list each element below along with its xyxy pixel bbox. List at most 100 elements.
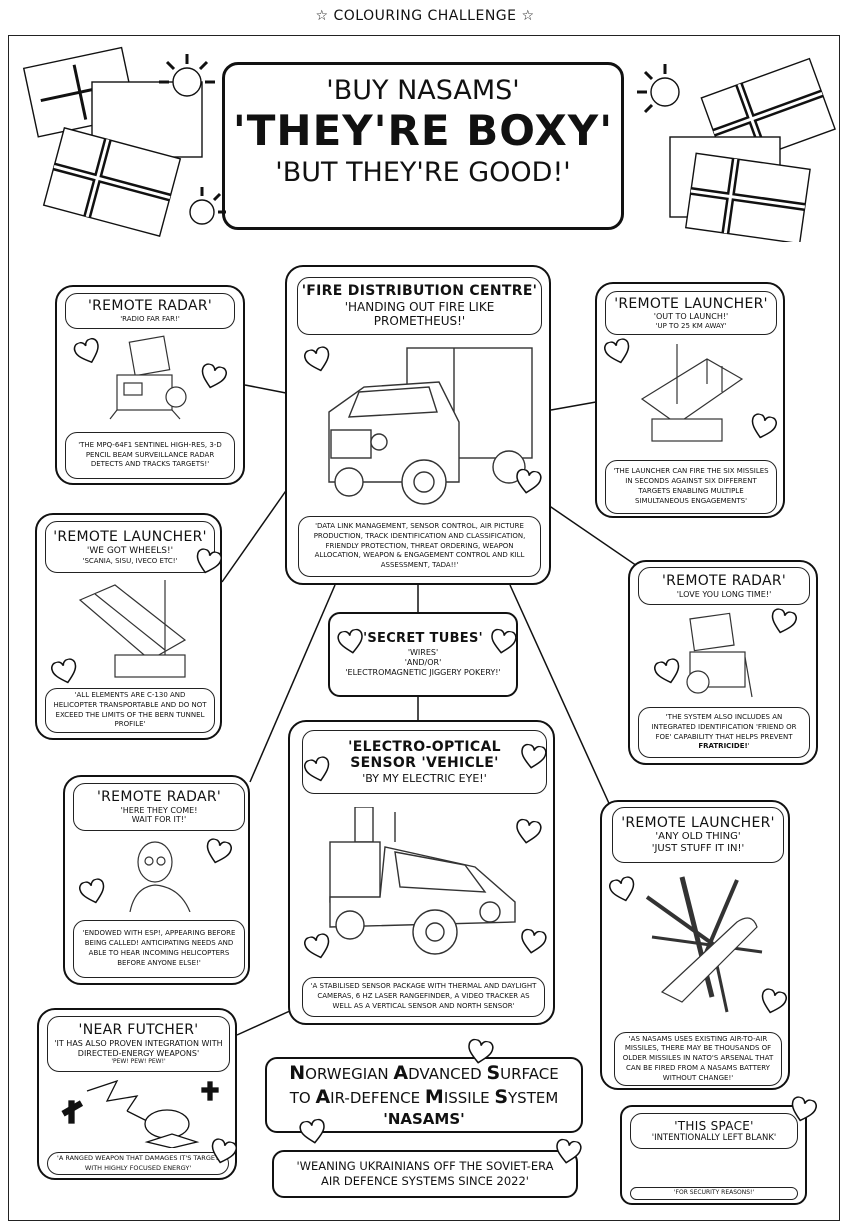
poster-frame (8, 35, 840, 1221)
eo-vehicle-illustration (329, 807, 516, 955)
panel-description-box: 'THE LAUNCHER CAN FIRE THE SIX MISSILES … (605, 460, 777, 514)
connector-line (236, 1009, 293, 1036)
connector-line (249, 584, 336, 783)
heart-icon (757, 987, 788, 1017)
panel-subtitle-2: 'UP TO 25 KM AWAY' (655, 322, 727, 330)
panel-subtitle: 'HANDING OUT FIRE LIKE PROMETHEUS!' (344, 300, 495, 329)
panel-electro-optical-sensor-vehicle: 'ELECTRO-OPTICAL SENSOR 'VEHICLE' 'BY MY… (288, 720, 555, 1025)
description-bold-text: FRATRICIDE! (698, 742, 748, 751)
panel-description: 'FOR SECURITY REASONS!' (673, 1189, 755, 1197)
heart-icon (336, 628, 366, 656)
heart-icon (518, 743, 548, 771)
connector-line (547, 504, 641, 569)
title-line-3: 'BUT THEY'RE GOOD!' (275, 157, 571, 188)
panel-subtitle: 'BY MY ELECTRIC EYE!' (362, 772, 487, 786)
panel-description: 'THE MPQ-64F1 SENTINEL HIGH-RES, 3-D PEN… (78, 440, 222, 469)
panel-fire-distribution-centre: 'FIRE DISTRIBUTION CENTRE' 'HANDING OUT … (285, 265, 551, 585)
panel-subtitle: 'WIRES' (407, 647, 439, 657)
connector-line (550, 401, 597, 411)
panel-title: 'REMOTE RADAR' (97, 789, 221, 805)
launcher-illustration (640, 344, 744, 442)
panel-title-box: 'REMOTE LAUNCHER' 'OUT TO LAUNCH!' 'UP T… (605, 291, 777, 335)
panel-subtitle: 'INTENTIONALLY LEFT BLANK' (651, 1133, 777, 1144)
heart-icon (49, 657, 80, 687)
panel-description: 'ENDOWED WITH ESP!, APPEARING BEFORE BEI… (82, 929, 236, 967)
panel-title-box: 'REMOTE LAUNCHER' 'ANY OLD THING' 'JUST … (612, 807, 784, 863)
tagline-box: 'WEANING UKRAINIANS OFF THE SOVIET-ERA A… (272, 1150, 578, 1198)
description-text: 'THE SYSTEM ALSO INCLUDES AN INTEGRATED … (651, 712, 797, 741)
panel-title: 'THIS SPACE' (674, 1118, 754, 1133)
connector-line (509, 584, 613, 811)
portrait-illustration (129, 841, 191, 912)
heart-icon (518, 928, 548, 956)
panel-description: 'THE LAUNCHER CAN FIRE THE SIX MISSILES … (613, 467, 769, 505)
launcher-illustration (78, 580, 187, 678)
panel-description-box: 'THE SYSTEM ALSO INCLUDES AN INTEGRATED … (638, 707, 810, 758)
panel-title-box: 'ELECTRO-OPTICAL SENSOR 'VEHICLE' 'BY MY… (302, 730, 547, 794)
acronym-line-3: 'NASAMS' (383, 1109, 465, 1128)
panel-title-box: 'REMOTE RADAR' 'LOVE YOU LONG TIME!' (638, 567, 810, 605)
panel-subtitle: 'RADIO FAR FAR!' (120, 315, 180, 324)
heart-icon (298, 1118, 328, 1146)
panel-subtitle: 'WE GOT WHEELS!' (86, 545, 174, 556)
panel-description-box: 'THE MPQ-64F1 SENTINEL HIGH-RES, 3-D PEN… (65, 432, 235, 479)
panel-description: 'AS NASAMS USES EXISTING AIR-TO-AIR MISS… (622, 1034, 774, 1082)
panel-title: 'REMOTE RADAR' (88, 298, 212, 315)
connector-line (244, 384, 287, 394)
panel-near-futcher: 'NEAR FUTCHER' 'IT HAS ALSO PROVEN INTEG… (37, 1008, 237, 1180)
panel-subtitle: 'ANY OLD THING' (655, 831, 741, 843)
heart-icon (465, 1038, 495, 1066)
heart-icon (77, 877, 108, 907)
title-line-2: 'THEY'RE BOXY' (232, 106, 614, 155)
heart-icon (488, 628, 518, 656)
heart-icon (202, 837, 233, 867)
tagline-text: 'WEANING UKRAINIANS OFF THE SOVIET-ERA A… (296, 1159, 554, 1188)
radar-illustration (686, 612, 753, 698)
panel-remote-launcher-top-right: 'REMOTE LAUNCHER' 'OUT TO LAUNCH!' 'UP T… (595, 282, 785, 518)
heart-icon (513, 468, 543, 496)
fdc-vehicle-illustration (328, 347, 533, 505)
heart-icon (767, 607, 798, 637)
panel-remote-launcher-lower-right: 'REMOTE LAUNCHER' 'ANY OLD THING' 'JUST … (600, 800, 790, 1090)
panel-title: 'REMOTE RADAR' (662, 572, 786, 589)
panel-description: 'DATA LINK MANAGEMENT, SENSOR CONTROL, A… (313, 522, 526, 570)
heart-icon (192, 547, 223, 577)
heart-icon (747, 412, 778, 442)
panel-subtitle-3: 'ELECTROMAGNETIC JIGGERY POKERY!' (345, 667, 501, 677)
panel-subtitle-2: 'JUST STUFF IT IN!' (651, 843, 745, 855)
star-icon: ☆ (521, 8, 535, 24)
panel-description-box: 'ENDOWED WITH ESP!, APPEARING BEFORE BEI… (73, 920, 245, 978)
heart-icon (302, 755, 333, 785)
panel-description-box: 'AS NASAMS USES EXISTING AIR-TO-AIR MISS… (614, 1032, 782, 1086)
flags-right-illustration (637, 57, 836, 242)
panel-this-space: 'THIS SPACE' 'INTENTIONALLY LEFT BLANK' … (620, 1105, 807, 1205)
star-icon: ☆ (315, 8, 329, 24)
title-line-1: 'BUY NASAMS' (326, 75, 520, 106)
panel-description-box: 'A RANGED WEAPON THAT DAMAGES IT'S TARGE… (47, 1152, 229, 1175)
panel-title: 'REMOTE LAUNCHER' (614, 295, 768, 312)
panel-title-box: 'REMOTE LAUNCHER' 'WE GOT WHEELS!' 'SCAN… (45, 521, 215, 573)
panel-subtitle-2: 'SCANIA, SISU, IVECO ETC!' (82, 556, 178, 565)
panel-subtitle: 'OUT TO LAUNCH!' (653, 312, 729, 322)
flags-left-illustration (22, 46, 226, 238)
heart-icon (602, 337, 633, 367)
panel-subtitle: 'IT HAS ALSO PROVEN INTEGRATION WITH DIR… (54, 1039, 223, 1058)
heart-icon (513, 818, 543, 846)
heart-icon (787, 1095, 818, 1125)
panel-description: 'A RANGED WEAPON THAT DAMAGES IT'S TARGE… (57, 1154, 219, 1172)
heart-icon (652, 657, 683, 687)
description-end: ' (747, 742, 750, 751)
panel-title: 'ELECTRO-OPTICAL SENSOR 'VEHICLE' (348, 738, 501, 772)
acronym-line-1: NORWEGIAN ADVANCED SURFACE (289, 1061, 559, 1084)
panel-title-box: 'REMOTE RADAR' 'HERE THEY COME! WAIT FOR… (73, 783, 245, 831)
header-label: COLOURING CHALLENGE (333, 8, 517, 24)
panel-title-box: 'FIRE DISTRIBUTION CENTRE' 'HANDING OUT … (297, 277, 542, 335)
panel-description: 'A STABILISED SENSOR PACKAGE WITH THERMA… (310, 982, 537, 1010)
panel-description-box: 'ALL ELEMENTS ARE C-130 AND HELICOPTER T… (45, 688, 215, 733)
panel-subtitle-2: 'AND/OR' (404, 657, 442, 667)
panel-title-box: 'NEAR FUTCHER' 'IT HAS ALSO PROVEN INTEG… (47, 1016, 230, 1072)
panel-description-box: 'FOR SECURITY REASONS!' (630, 1187, 798, 1200)
panel-description-box: 'DATA LINK MANAGEMENT, SENSOR CONTROL, A… (298, 516, 541, 577)
panel-subtitle: 'HERE THEY COME! WAIT FOR IT!' (120, 805, 198, 825)
